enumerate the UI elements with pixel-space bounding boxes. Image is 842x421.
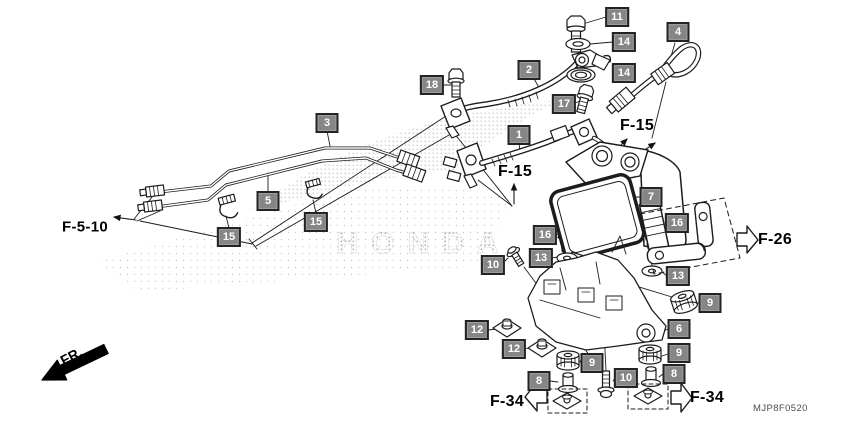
- callout-8b: 8: [662, 364, 686, 384]
- callout-16a: 16: [664, 213, 690, 233]
- hose-joint-block: [442, 142, 487, 189]
- callout-17: 17: [551, 94, 577, 114]
- brake-hose-4: [605, 42, 702, 115]
- clamp-15-a: [217, 193, 239, 219]
- callout-9b: 9: [580, 353, 604, 373]
- grommet-9-b: [556, 350, 580, 371]
- callout-5: 5: [256, 191, 280, 211]
- fr-arrow-icon: [41, 343, 109, 381]
- callout-8a: 8: [527, 371, 551, 391]
- callout-11: 11: [605, 7, 629, 27]
- callout-10a: 10: [480, 255, 506, 275]
- callout-16b: 16: [532, 225, 558, 245]
- bracket-f26: [639, 197, 741, 275]
- f26-arrow-icon: [736, 225, 759, 254]
- mount-f34-right: [627, 383, 669, 410]
- banjo-elbow: [571, 49, 612, 71]
- callout-12a: 12: [464, 320, 490, 340]
- callout-6: 6: [667, 319, 691, 339]
- ref-f34-left: F-34: [489, 393, 525, 410]
- collar-8-b: [640, 366, 662, 388]
- washer-14-lower: [566, 67, 596, 83]
- callout-4: 4: [666, 22, 690, 42]
- callout-13a: 13: [528, 248, 554, 268]
- front-brake-hose-2: [440, 60, 580, 139]
- callout-9c: 9: [667, 343, 691, 363]
- callout-3: 3: [315, 113, 339, 133]
- ref-f15-lower: F-15: [497, 163, 533, 180]
- callout-14a: 14: [611, 32, 637, 52]
- ref-f34-right: F-34: [689, 389, 725, 406]
- washer-14-upper: [565, 37, 591, 51]
- callout-15b: 15: [216, 227, 242, 247]
- pipe-end-fitting: [139, 184, 166, 198]
- brake-pipes-3-5: [137, 146, 427, 213]
- ref-f5-10: F-5-10: [62, 218, 108, 236]
- pipe-end-fitting: [137, 199, 164, 213]
- modulator-stay-6: [527, 235, 667, 351]
- ref-f26: F-26: [757, 231, 793, 248]
- watermark-text: HONDA: [337, 227, 512, 260]
- screw-10-upper: [506, 246, 525, 267]
- callout-2: 2: [517, 60, 541, 80]
- grommet-9-c: [638, 344, 662, 365]
- callout-15a: 15: [303, 212, 329, 232]
- bolt-17: [576, 83, 595, 115]
- wellnut-12-a: [492, 318, 522, 338]
- callout-13b: 13: [665, 266, 691, 286]
- washer-13-right: [641, 265, 663, 277]
- mount-f34-left: [547, 388, 588, 414]
- callout-14b: 14: [611, 63, 637, 83]
- callout-12b: 12: [501, 339, 527, 359]
- ref-f15-upper: F-15: [619, 117, 655, 134]
- callout-10b: 10: [613, 368, 639, 388]
- callout-18: 18: [419, 75, 445, 95]
- collar-8-a: [557, 372, 579, 394]
- screw-10-lower: [597, 370, 615, 399]
- callout-9a: 9: [698, 293, 722, 313]
- wellnut-12-b: [527, 338, 557, 358]
- f34-right-arrow-icon: [670, 382, 693, 413]
- callout-1: 1: [507, 125, 531, 145]
- clamp-15-b: [304, 177, 323, 200]
- grommet-9-a: [670, 290, 698, 314]
- pipe-nut: [402, 163, 427, 183]
- callout-7: 7: [639, 187, 663, 207]
- diagram-part-code: MJP8F0520: [753, 403, 808, 414]
- bolt-18: [447, 68, 465, 98]
